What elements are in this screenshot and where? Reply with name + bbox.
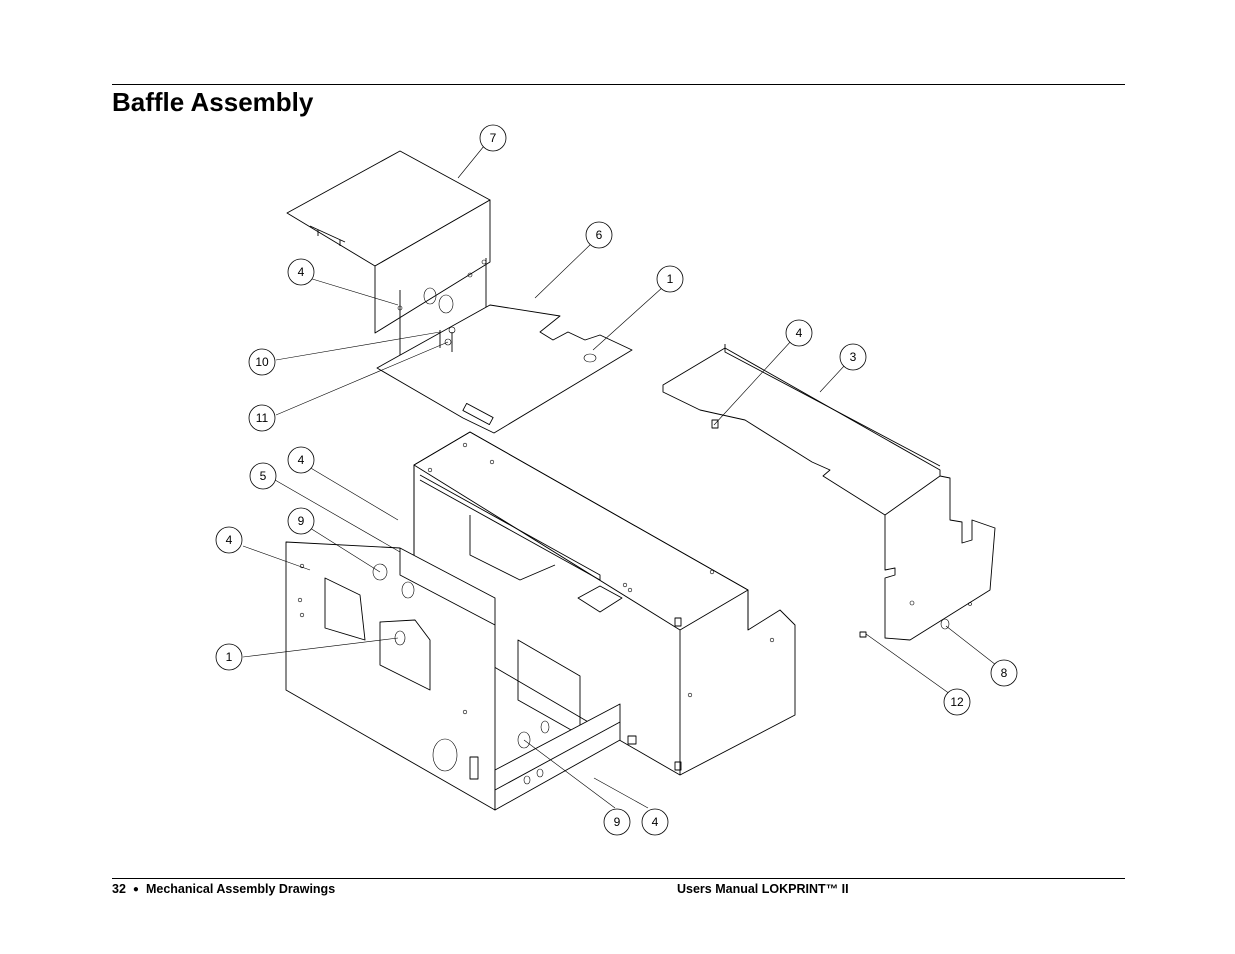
svg-text:5: 5 bbox=[260, 469, 267, 483]
svg-text:3: 3 bbox=[850, 350, 857, 364]
footer-bullet: ● bbox=[132, 884, 139, 895]
svg-text:6: 6 bbox=[596, 228, 603, 242]
svg-text:4: 4 bbox=[652, 815, 659, 829]
footer-left: 32 ● Mechanical Assembly Drawings bbox=[112, 882, 335, 896]
leader-lines bbox=[242, 145, 997, 809]
page-number: 32 bbox=[112, 882, 126, 896]
callout-4-top-left: 4 bbox=[287, 258, 315, 286]
svg-text:9: 9 bbox=[298, 514, 305, 528]
svg-text:12: 12 bbox=[950, 695, 964, 709]
callout-4-front-panel: 4 bbox=[215, 526, 243, 554]
part-right-panel bbox=[662, 344, 996, 641]
svg-text:10: 10 bbox=[255, 355, 269, 369]
header-rule bbox=[112, 84, 1125, 85]
callout-5: 5 bbox=[249, 462, 277, 490]
callout-9-upper: 9 bbox=[287, 507, 315, 535]
callout-4-right-panel: 4 bbox=[785, 319, 813, 347]
page-title: Baffle Assembly bbox=[112, 87, 314, 117]
callout-1-front-panel: 1 bbox=[215, 643, 243, 671]
svg-text:1: 1 bbox=[226, 650, 233, 664]
svg-text:8: 8 bbox=[1001, 666, 1008, 680]
footer-rule bbox=[112, 878, 1125, 879]
callout-6: 6 bbox=[585, 221, 613, 249]
callout-12: 12 bbox=[943, 688, 971, 716]
part-top-cover bbox=[286, 150, 491, 355]
callout-10: 10 bbox=[248, 348, 276, 376]
callout-4-chassis: 4 bbox=[287, 446, 315, 474]
part-front-panel bbox=[285, 541, 581, 811]
callout-9-lower: 9 bbox=[603, 808, 631, 836]
svg-text:9: 9 bbox=[614, 815, 621, 829]
svg-text:4: 4 bbox=[298, 453, 305, 467]
svg-text:11: 11 bbox=[256, 411, 269, 425]
callout-11: 11 bbox=[248, 404, 276, 432]
callout-3: 3 bbox=[839, 343, 867, 371]
callout-7: 7 bbox=[479, 124, 507, 152]
part-baffle-plate bbox=[376, 304, 633, 434]
part-bottom-rail bbox=[494, 703, 637, 811]
svg-text:7: 7 bbox=[490, 131, 497, 145]
callout-1-top: 1 bbox=[656, 265, 684, 293]
callout-4-bottom-rail: 4 bbox=[641, 808, 669, 836]
svg-text:4: 4 bbox=[226, 533, 233, 547]
callout-8: 8 bbox=[990, 659, 1018, 687]
section-title: Mechanical Assembly Drawings bbox=[145, 882, 336, 896]
svg-text:4: 4 bbox=[796, 326, 803, 340]
svg-text:1: 1 bbox=[667, 272, 674, 286]
manual-title: Users Manual LOKPRINT™ II bbox=[677, 882, 849, 896]
svg-text:4: 4 bbox=[298, 265, 305, 279]
